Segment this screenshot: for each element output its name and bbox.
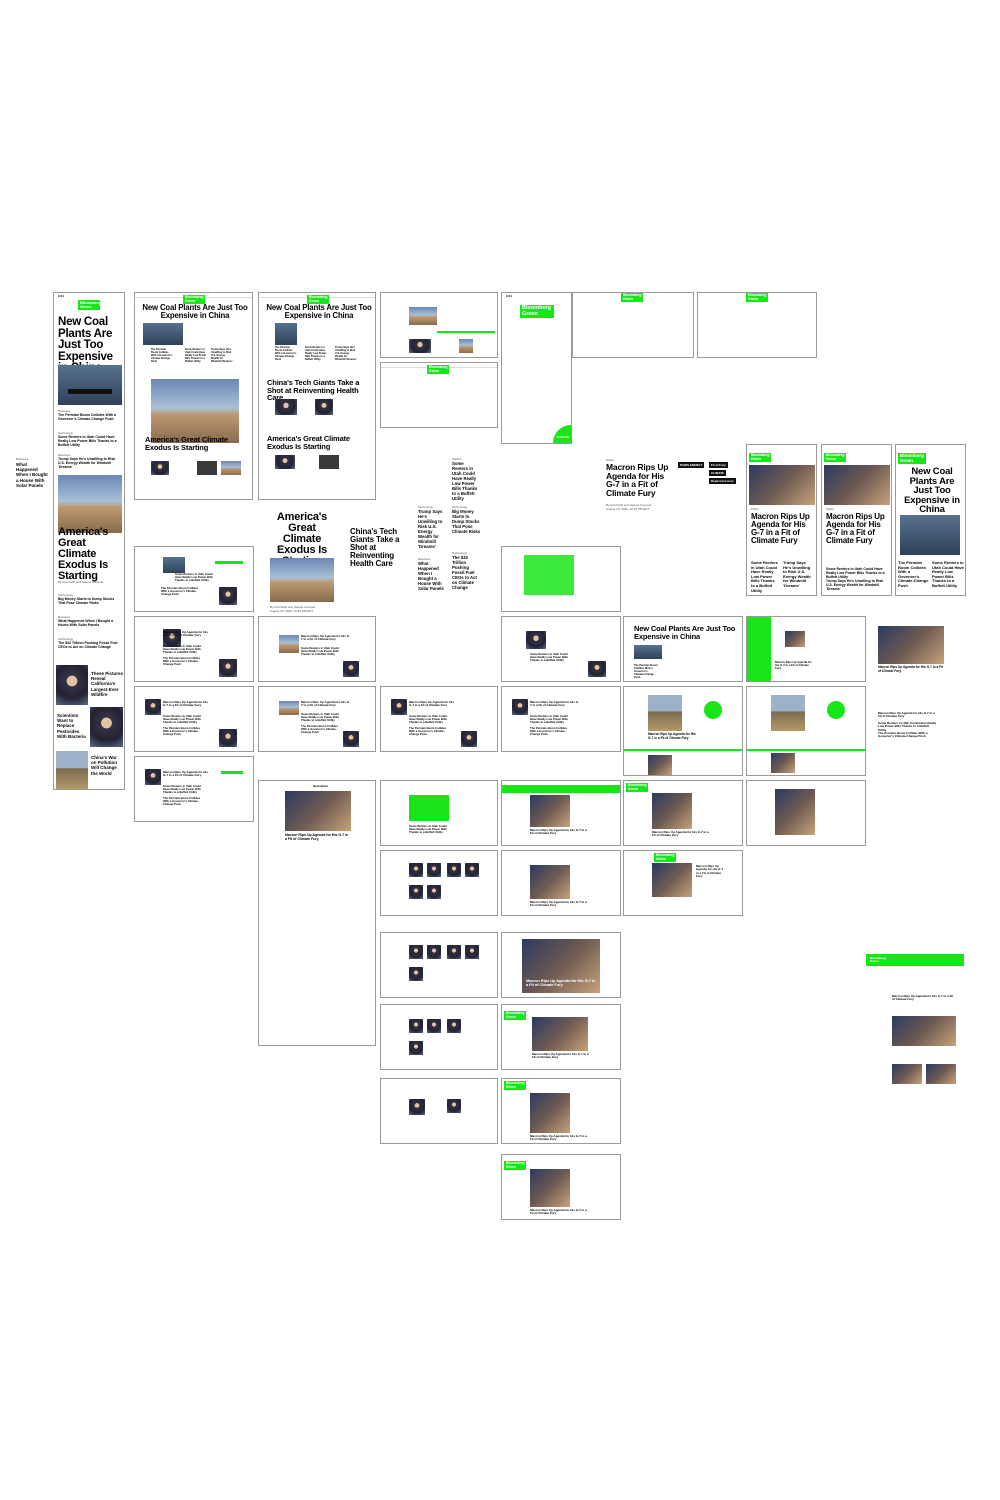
tag-button[interactable]: PARIS ENERGY bbox=[678, 462, 705, 468]
artboard-desktop-empty-2: Bloomberg Green bbox=[697, 292, 817, 358]
kicker: Business bbox=[16, 457, 29, 461]
feature-headline[interactable]: America's Great Climate Exodus Is Starti… bbox=[145, 435, 228, 452]
floating-headline: The $32 Trillion Pushing Fossil Fuel CEO… bbox=[452, 555, 477, 590]
tag-button[interactable]: CLIMATE bbox=[709, 470, 727, 476]
brand-logo[interactable]: Bloomberg Green bbox=[520, 305, 554, 318]
kicker: Business bbox=[58, 409, 71, 413]
floating-headline: Trump Says He's Unwilling to Risk U.S. E… bbox=[418, 509, 443, 549]
floating-headline: What Happened When I Bought a House With… bbox=[418, 561, 444, 591]
story-link[interactable]: Big Money Starts to Dump Stocks That Pos… bbox=[58, 597, 115, 606]
tag-button[interactable]: Read more here bbox=[709, 478, 736, 484]
artboard-desktop-small-2: Bloomberg Green bbox=[380, 362, 498, 428]
story-link[interactable]: These Pictures Reveal California's Large… bbox=[91, 671, 124, 697]
story-image bbox=[56, 751, 88, 789]
feature-image bbox=[151, 379, 239, 443]
floating-headline: Big Money Starts to Dump Stocks That Pos… bbox=[452, 509, 481, 534]
kicker: Business bbox=[58, 615, 71, 619]
kicker: Technology bbox=[58, 637, 74, 641]
brand-logo[interactable]: Bloomberg Green bbox=[183, 295, 205, 304]
floating-headline: What Happened When I Bought a House With… bbox=[16, 462, 48, 488]
floating-headline: Some Renters in Utah Could Have Really L… bbox=[452, 461, 478, 501]
artboard-desktop-home-1: Bloomberg Green New Coal Plants Are Just… bbox=[134, 292, 253, 500]
kicker: Technology bbox=[58, 431, 74, 435]
lead-image bbox=[58, 365, 122, 405]
kicker: Business bbox=[58, 453, 71, 457]
artboard-email: Bloomberg Green bbox=[866, 890, 964, 966]
story-link[interactable]: The Permian Boom Collides With a Governo… bbox=[58, 413, 116, 422]
the-data-badge[interactable]: THE DATA bbox=[553, 425, 571, 443]
feature-headline[interactable]: America's Great Climate Exodus Is Starti… bbox=[58, 526, 109, 582]
story-link[interactable]: The $32 Trillion Pushing Fossil Fuel CEO… bbox=[58, 641, 118, 650]
artboard-mobile-article-1: Bloomberg Green Policy Macron Rips Up Ag… bbox=[746, 444, 817, 596]
artboard-mobile-home-2: Bloomberg Green New Coal Plants Are Just… bbox=[895, 444, 966, 596]
story-link[interactable]: China's War on Pollution Will Change the… bbox=[91, 755, 117, 776]
artboard-desktop-small-1 bbox=[380, 292, 498, 358]
feature-image bbox=[58, 475, 122, 533]
story-link[interactable]: Trump Says He's Unwilling to Risk U.S. E… bbox=[58, 457, 116, 470]
artboard-desktop-empty-1: Bloomberg Green bbox=[572, 292, 694, 358]
byline: By Aria Delfs and Helene Fouquet bbox=[58, 580, 104, 584]
portrait-image bbox=[56, 665, 88, 705]
artboard-mobile-article-2: Bloomberg Green Policy Macron Rips Up Ag… bbox=[821, 444, 892, 596]
artboard-desktop-home-3: New Coal Plants Are Just Too Expensive i… bbox=[623, 616, 743, 682]
story-link[interactable]: Some Renters in Utah Could Have Really L… bbox=[58, 435, 117, 448]
secondary-headline[interactable]: China's Tech Giants Take a Shot at Reinv… bbox=[267, 378, 360, 402]
artboard-desktop-home-2: Bloomberg Green New Coal Plants Are Just… bbox=[258, 292, 376, 500]
feature-headline[interactable]: America's Great Climate Exodus Is Starti… bbox=[267, 434, 350, 451]
kicker: Technology bbox=[58, 593, 74, 597]
story-link[interactable]: Scientists Want to Replace Pesticides Wi… bbox=[57, 713, 86, 739]
tag-button[interactable]: Fit of Fury bbox=[709, 462, 728, 468]
specimen-headline-macron: Macron Rips Up Agenda for His G-7 in a F… bbox=[606, 462, 669, 498]
artboard-mobile-splash: 9:41 Bloomberg Green THE DATA bbox=[501, 292, 572, 444]
brand-logo[interactable]: Bloomberg Green bbox=[78, 300, 102, 310]
lead-image bbox=[143, 323, 183, 345]
lead-headline[interactable]: New Coal Plants Are Just Too Expensive i… bbox=[266, 303, 372, 320]
artboard-article-long: Newsletter Macron Rips Up Agenda for His… bbox=[258, 780, 376, 1046]
specimen-headline-china: China's Tech Giants Take a Shot at Reinv… bbox=[350, 527, 400, 568]
artboard-mobile-home: 9:41 Bloomberg Green New Coal Plants Are… bbox=[53, 292, 125, 790]
story-link[interactable]: What Happened When I Bought a House With… bbox=[58, 619, 114, 628]
portrait-image bbox=[90, 707, 123, 747]
lead-headline[interactable]: New Coal Plants Are Just Too Expensive i… bbox=[142, 303, 248, 320]
brand-logo[interactable]: Bloomberg Green bbox=[307, 295, 329, 304]
status-time: 9:41 bbox=[58, 294, 65, 298]
